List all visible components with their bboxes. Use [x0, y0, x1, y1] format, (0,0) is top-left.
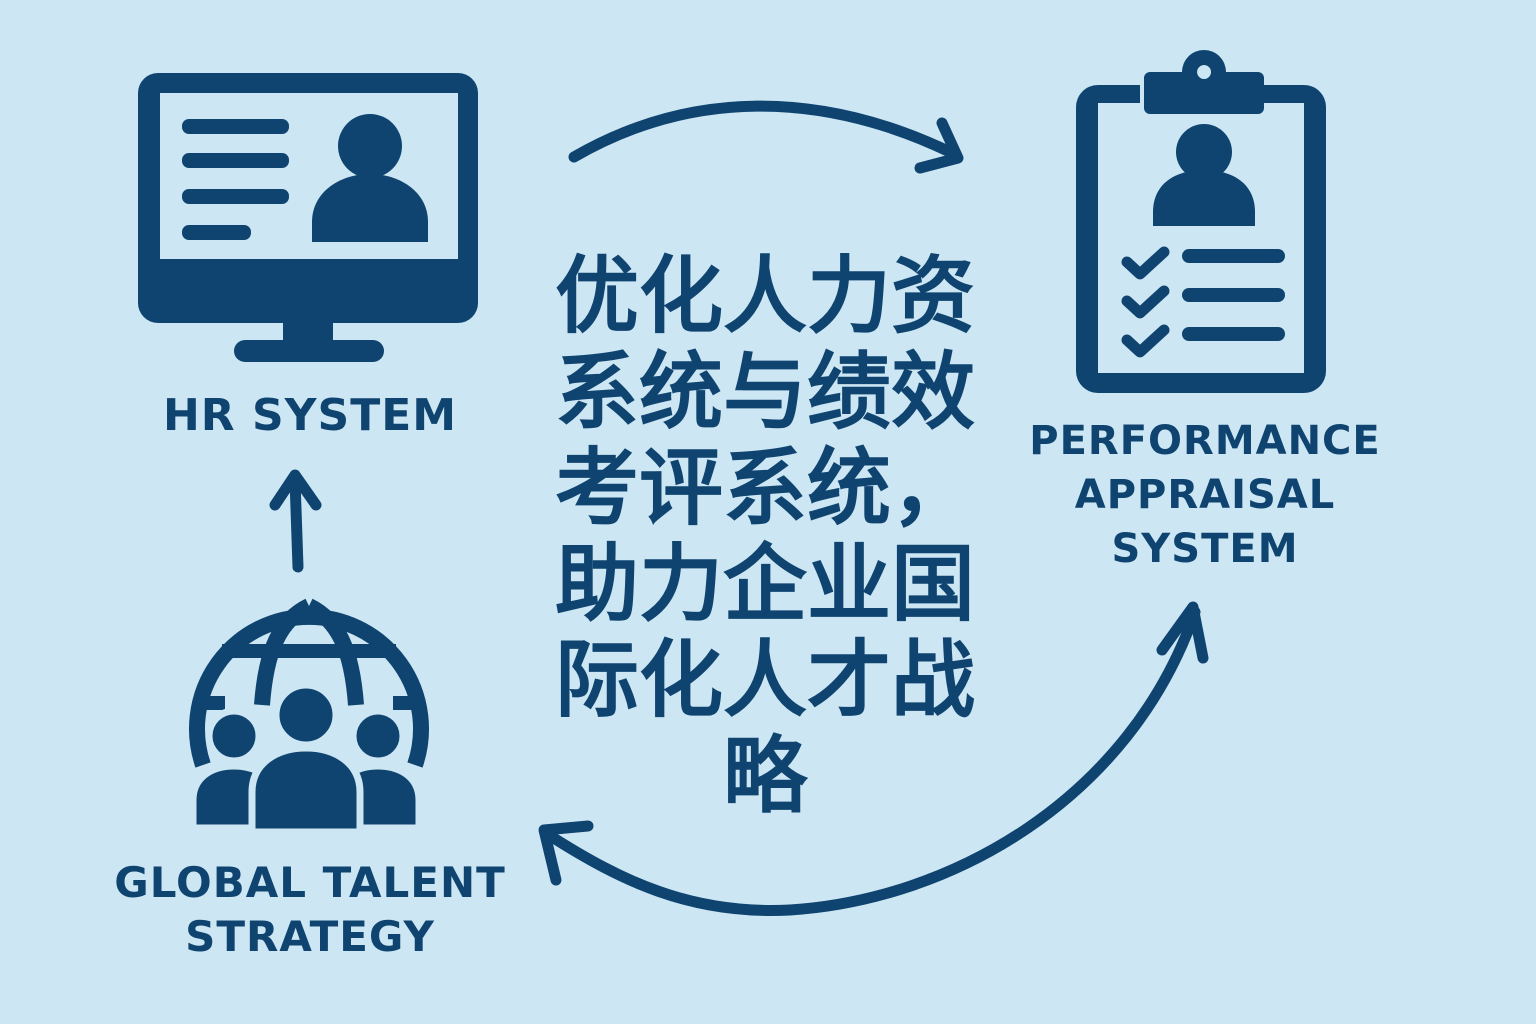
hr-system-label: HR SYSTEM: [162, 390, 458, 441]
performance-appraisal-label-line: SYSTEM: [1111, 526, 1299, 572]
global-talent-strategy-label: GLOBAL TALENT STRATEGY: [100, 856, 520, 964]
performance-appraisal-label-line: PERFORMANCE: [1029, 418, 1381, 464]
clipboard-checklist-icon: [1076, 50, 1326, 393]
performance-appraisal-label: PERFORMANCE APPRAISAL SYSTEM: [1010, 414, 1400, 576]
monitor-profile-icon: [138, 73, 478, 362]
globe-people-icon: [189, 598, 429, 836]
global-talent-strategy-label-line: GLOBAL TALENT: [114, 858, 506, 907]
arrow-performance-to-global: [538, 601, 1209, 916]
center-title: 优化人力资系统与绩效考评系统，助力企业国际化人才战略: [554, 247, 975, 825]
arrow-hr-to-performance: [568, 100, 964, 174]
arrow-global-to-hr: [269, 469, 322, 573]
global-talent-strategy-label-line: STRATEGY: [185, 912, 435, 961]
performance-appraisal-label-line: APPRAISAL: [1074, 472, 1336, 518]
